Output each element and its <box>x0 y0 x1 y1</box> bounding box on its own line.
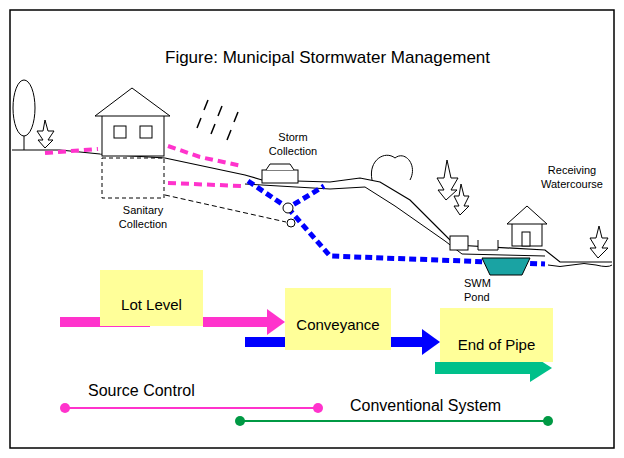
arrowhead <box>422 329 440 355</box>
stage-label: Conveyance <box>296 316 379 334</box>
stage-box: Conveyance <box>285 288 391 350</box>
house <box>95 88 170 198</box>
stage-box: End of Pipe <box>440 308 553 362</box>
arrow-shaft <box>391 337 424 347</box>
arrow-shaft <box>203 317 269 327</box>
house <box>507 206 547 246</box>
annotation-label: SWM Pond <box>464 277 504 305</box>
road-line <box>245 184 545 256</box>
flow-arrow <box>391 329 440 355</box>
source-control-range <box>60 403 323 413</box>
rain <box>197 100 238 140</box>
swm-pond <box>482 258 530 275</box>
flow-arrow <box>203 309 285 335</box>
storm-pipe <box>248 181 545 264</box>
stage-label: End of Pipe <box>458 336 536 354</box>
figure-frame <box>10 10 614 448</box>
annotation-label: Receiving Watercourse <box>535 164 609 192</box>
annotation-label: Sanitary Collection <box>112 204 174 232</box>
conventional-system-range <box>235 416 553 426</box>
stage-label: Lot Level <box>121 296 182 314</box>
left-trees <box>13 80 54 150</box>
annotation-label: Storm Collection <box>262 131 324 159</box>
outlet-structure <box>450 236 498 250</box>
watercourse <box>548 264 612 267</box>
figure-title: Figure: Municipal Stormwater Management <box>165 48 490 68</box>
pipe-junction <box>283 203 293 213</box>
end-of-pipe-arrow <box>435 362 532 374</box>
ground-line <box>12 150 612 262</box>
annotation-label: Source Control <box>88 381 248 401</box>
annotation-label: Conventional System <box>350 396 550 416</box>
right-trees <box>371 155 608 258</box>
storm-manhole <box>262 164 298 183</box>
stage-box: Lot Level <box>100 270 203 326</box>
arrowhead <box>267 309 285 335</box>
lot-runoff <box>45 146 242 186</box>
